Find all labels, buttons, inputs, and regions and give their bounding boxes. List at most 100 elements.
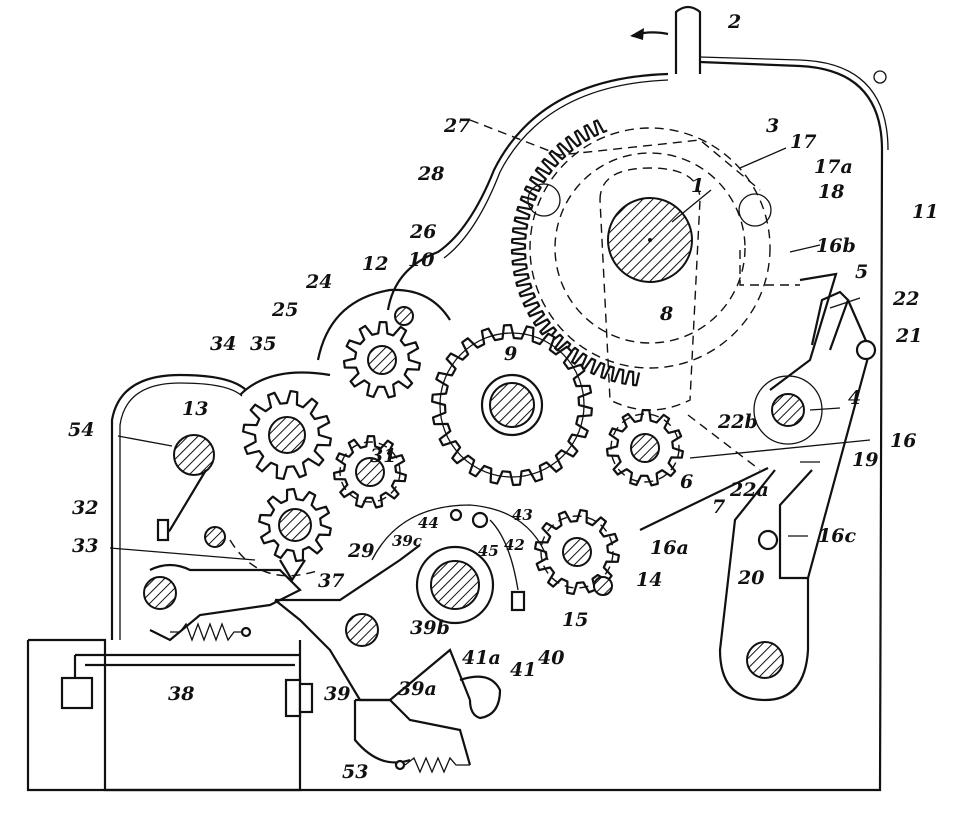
label-39c: 39c xyxy=(392,532,422,550)
shaft-4 xyxy=(771,393,805,427)
pivot-21 xyxy=(855,339,877,361)
housing-plate xyxy=(28,60,884,792)
shaft-9 xyxy=(489,382,535,428)
label-16a: 16a xyxy=(650,537,689,559)
label-22: 22 xyxy=(892,288,919,310)
spring-38-end xyxy=(240,626,252,638)
spring-53 xyxy=(404,756,470,774)
label-34: 34 xyxy=(210,333,236,355)
label-4: 4 xyxy=(848,387,861,409)
drum-54 xyxy=(173,434,215,476)
label-45: 45 xyxy=(478,542,499,560)
label-19: 19 xyxy=(852,449,878,471)
label-16c: 16c xyxy=(818,525,856,547)
pin-21b xyxy=(873,70,887,84)
pivot-38 xyxy=(143,576,177,610)
disc-3-inner-dashed xyxy=(554,152,746,344)
cover-arc-25 xyxy=(316,288,451,361)
cover-arc xyxy=(386,72,669,311)
cover-arc-35 xyxy=(239,371,331,396)
pin-28 xyxy=(527,183,561,217)
lever-5 xyxy=(769,272,838,391)
label-17: 17 xyxy=(790,131,816,153)
label-42: 42 xyxy=(504,536,525,554)
link-16b xyxy=(739,250,800,286)
label-11: 11 xyxy=(912,201,938,223)
label-26: 26 xyxy=(409,221,436,243)
label-43: 43 xyxy=(512,506,533,524)
gear-29-pitch xyxy=(339,441,401,503)
block-right-2 xyxy=(298,682,314,714)
pin-18 xyxy=(738,193,772,227)
label-22b: 22b xyxy=(717,411,758,433)
label-12: 12 xyxy=(362,253,388,275)
label-24: 24 xyxy=(305,271,332,293)
label-33: 33 xyxy=(72,535,98,557)
housing-wall-inner xyxy=(699,56,889,151)
label-44: 44 xyxy=(418,514,439,532)
link-22b xyxy=(687,414,761,471)
block-33 xyxy=(156,518,170,542)
label-35: 35 xyxy=(250,333,276,355)
direction-arrowhead xyxy=(630,28,644,40)
shaft-25 xyxy=(367,345,397,375)
label-25: 25 xyxy=(271,299,298,321)
label-1: 1 xyxy=(691,175,704,197)
label-9: 9 xyxy=(504,343,517,365)
label-15: 15 xyxy=(562,609,588,631)
lever-38 xyxy=(149,563,302,642)
label-37: 37 xyxy=(318,570,344,592)
arm-22a xyxy=(718,469,810,702)
crank-plate-8 xyxy=(599,167,701,411)
label-40: 40 xyxy=(538,647,564,669)
label-13: 13 xyxy=(182,398,208,420)
label-20: 20 xyxy=(737,567,764,589)
stop-42 xyxy=(510,590,526,612)
dash-arc-37 xyxy=(229,539,321,577)
label-3: 3 xyxy=(766,115,779,137)
label-41: 41 xyxy=(510,659,536,681)
lever-handle-2 xyxy=(674,5,702,74)
shaft-13 xyxy=(268,416,306,454)
label-31: 31 xyxy=(370,445,396,467)
pin-24 xyxy=(394,306,414,326)
label-39b: 39b xyxy=(410,617,450,639)
cover-arc-34-inner xyxy=(119,382,243,640)
label-6: 6 xyxy=(680,471,693,493)
label-28: 28 xyxy=(417,163,444,185)
cover-arc-34 xyxy=(110,373,247,640)
label-14: 14 xyxy=(636,569,662,591)
label-8: 8 xyxy=(659,303,673,325)
block-right xyxy=(284,678,302,718)
label-39a: 39a xyxy=(398,678,437,700)
cam-disc-dashed xyxy=(371,504,549,561)
shaft-6 xyxy=(630,433,660,463)
label-39: 39 xyxy=(324,683,350,705)
base-bracket xyxy=(26,640,302,792)
label-53: 53 xyxy=(342,761,368,783)
pivot-20 xyxy=(757,529,779,551)
lever-16c xyxy=(810,290,850,351)
label-38: 38 xyxy=(168,683,194,705)
spring-38 xyxy=(170,622,242,642)
pin-37b xyxy=(204,526,226,548)
link-16a xyxy=(639,467,769,531)
spring-42 xyxy=(489,519,519,591)
shaft-15 xyxy=(562,537,592,567)
shaft-lower xyxy=(746,641,784,679)
label-29: 29 xyxy=(347,540,374,562)
label-16: 16 xyxy=(890,430,916,452)
label-16b: 16b xyxy=(816,235,856,257)
gear-3 xyxy=(510,119,641,387)
label-10: 10 xyxy=(408,249,434,271)
shaft-37 xyxy=(278,508,312,542)
shaft-40 xyxy=(430,560,480,610)
detent-37 xyxy=(279,559,306,583)
label-2: 2 xyxy=(727,11,741,33)
label-18: 18 xyxy=(818,181,844,203)
spring-53-end xyxy=(394,759,406,771)
leader-lines xyxy=(109,147,871,561)
pin-44 xyxy=(449,508,463,522)
disc-3-dashed xyxy=(529,127,771,369)
